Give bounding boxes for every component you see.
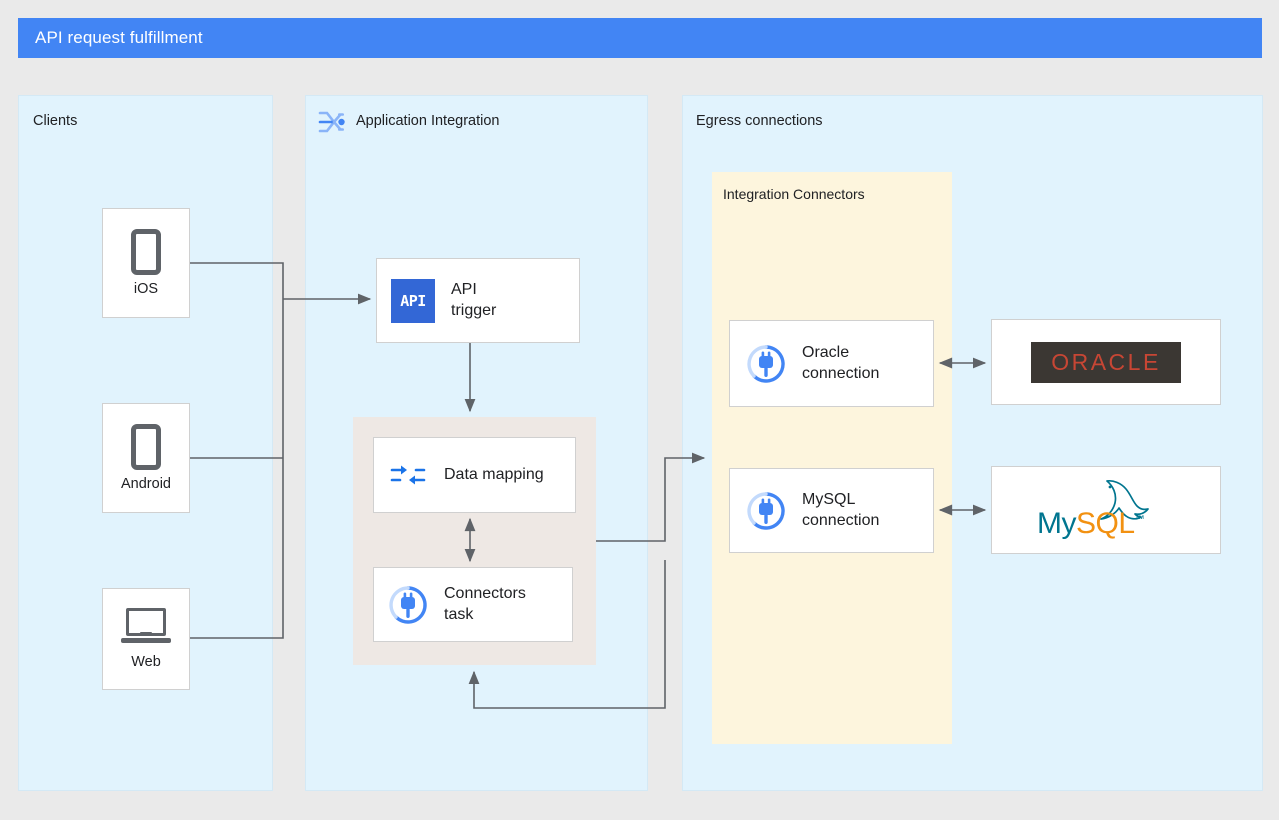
client-card-ios-label: iOS [133,281,159,297]
panel-clients-label: Clients [33,113,78,129]
connector-plug-icon [389,585,427,624]
page-title: API request fulfillment [35,28,203,47]
panel-application-integration-label: Application Integration [356,113,500,129]
backend-card-mysql[interactable]: MySQL™ [991,466,1221,554]
data-mapping-icon [390,465,426,485]
client-card-web[interactable]: Web [102,588,190,690]
connection-card-mysql-label-line2: connection [802,511,880,529]
wire-integration-connectors-return [468,560,666,709]
connection-card-mysql[interactable]: MySQL connection [729,468,934,553]
connection-card-mysql-label-line1: MySQL [802,491,856,509]
integration-connectors-label: Integration Connectors [723,186,865,202]
phone-icon [131,229,161,275]
mysql-dolphin-icon [1100,479,1149,520]
integration-connectors-container [712,172,952,744]
panel-egress-connections-label: Egress connections [696,113,823,129]
task-card-data-mapping[interactable]: Data mapping [373,437,576,513]
client-card-web-label: Web [131,654,161,670]
oracle-logo-text: ORACLE [1051,348,1161,375]
wire-clients-bus [190,262,284,639]
mysql-logo-text-my: My [1037,507,1077,540]
client-card-android-label: Android [121,476,171,492]
task-card-connectors-label-line2: task [444,605,474,623]
client-card-ios[interactable]: iOS [102,208,190,318]
connection-card-oracle-label-line1: Oracle [802,344,850,362]
connection-card-oracle[interactable]: Oracle connection [729,320,934,407]
connection-card-oracle-label-line2: connection [802,364,880,382]
task-card-data-mapping-label: Data mapping [444,465,544,483]
task-card-api-trigger-label-line2: trigger [451,301,497,319]
task-card-api-trigger-label-line1: API [451,281,477,299]
oracle-logo: ORACLE [1031,341,1181,383]
task-card-connectors-label-line1: Connectors [444,585,526,603]
laptop-icon [121,608,171,648]
backend-card-oracle[interactable]: ORACLE [991,319,1221,405]
wire-to-integration-connectors [596,452,706,542]
mysql-logo-trademark: ™ [1134,514,1145,525]
connector-plug-icon [747,491,785,530]
task-card-api-trigger[interactable]: API API trigger [376,258,580,343]
application-integration-icon [318,111,345,133]
diagram-header: API request fulfillment [18,18,1262,58]
phone-icon [131,424,161,470]
mysql-logo: MySQL™ [1031,477,1181,543]
api-badge-text: API [400,291,426,310]
client-card-android[interactable]: Android [102,403,190,513]
connector-plug-icon [747,344,785,383]
api-badge-icon: API [391,278,435,323]
mysql-logo-text-sql: SQL [1076,507,1135,540]
task-card-connectors[interactable]: Connectors task [373,567,573,642]
